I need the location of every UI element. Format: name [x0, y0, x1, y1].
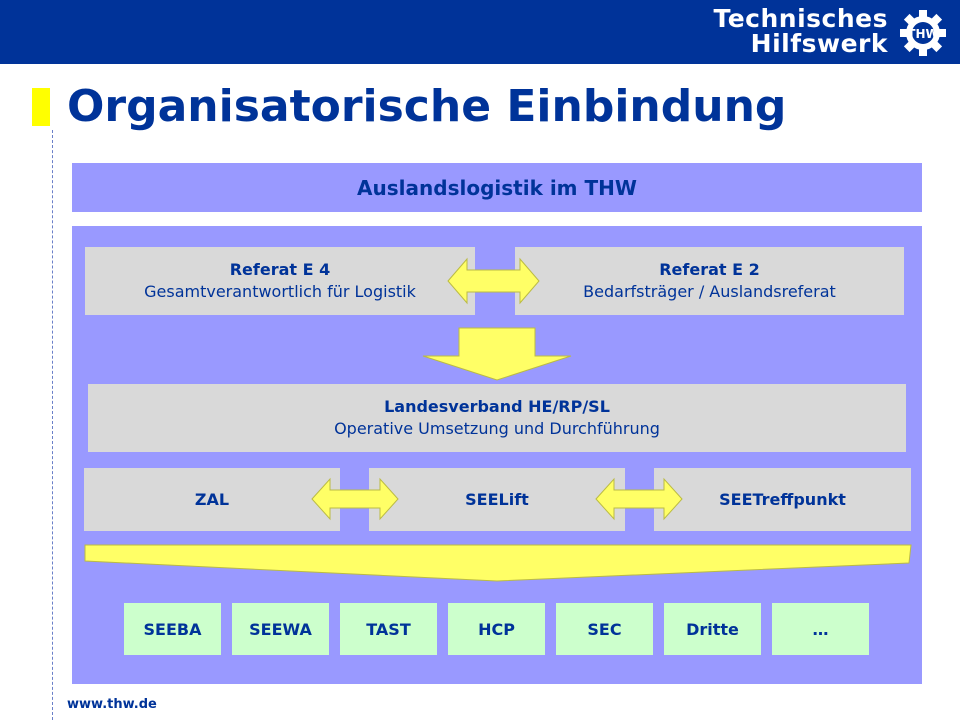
- box-referat-e4: Referat E 4 Gesamtverantwortlich für Log…: [85, 247, 475, 315]
- landesverband-subtitle: Operative Umsetzung und Durchführung: [334, 419, 660, 438]
- unit-label: SEETreffpunkt: [719, 489, 846, 509]
- logo-line-2: Hilfswerk: [750, 29, 888, 58]
- thw-logo-text: Technisches Hilfswerk: [713, 6, 888, 56]
- referat-e2-subtitle: Bedarfsträger / Auslandsreferat: [583, 282, 836, 301]
- top-bar: Technisches Hilfswerk THW: [0, 0, 960, 64]
- page-title: Organisatorische Einbindung: [67, 81, 787, 132]
- logo-line-1: Technisches: [713, 4, 888, 33]
- referat-e2-title: Referat E 2: [659, 260, 760, 279]
- svg-text:THW: THW: [907, 27, 938, 41]
- landesverband-title: Landesverband HE/RP/SL: [384, 397, 610, 416]
- box-unit-seelift: SEELift: [369, 468, 625, 531]
- team-box: SEEBA: [124, 603, 221, 655]
- team-box: SEC: [556, 603, 653, 655]
- team-box: …: [772, 603, 869, 655]
- box-referat-e2: Referat E 2 Bedarfsträger / Auslandsrefe…: [515, 247, 904, 315]
- box-landesverband: Landesverband HE/RP/SL Operative Umsetzu…: [88, 384, 906, 452]
- thw-gear-emblem-icon: THW: [900, 10, 946, 56]
- box-unit-seetreffpunkt: SEETreffpunkt: [654, 468, 911, 531]
- team-box: SEEWA: [232, 603, 329, 655]
- box-unit-zal: ZAL: [84, 468, 340, 531]
- footer-url[interactable]: www.thw.de: [67, 697, 157, 712]
- unit-label: SEELift: [465, 489, 529, 509]
- team-box: HCP: [448, 603, 545, 655]
- team-box: Dritte: [664, 603, 761, 655]
- banner-auslandslogistik: Auslandslogistik im THW: [72, 163, 922, 212]
- dashed-guide-line: [52, 130, 53, 720]
- title-marker: [32, 88, 50, 126]
- referat-e4-title: Referat E 4: [229, 260, 331, 279]
- unit-label: ZAL: [194, 489, 230, 509]
- referat-e4-subtitle: Gesamtverantwortlich für Logistik: [144, 282, 416, 301]
- team-box: TAST: [340, 603, 437, 655]
